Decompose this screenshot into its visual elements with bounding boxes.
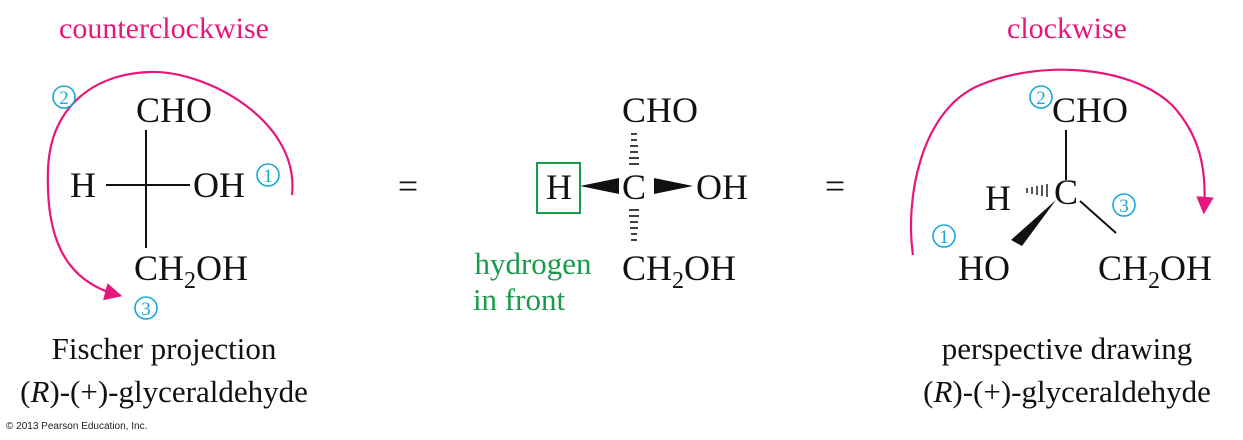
middle-annotation-line1: hydrogen: [474, 246, 592, 281]
equals-sign-1: =: [398, 166, 418, 206]
middle-oh-group: OH: [696, 167, 748, 207]
right-ch2oh-group: CH2OH: [1098, 248, 1212, 294]
right-direction-label: clockwise: [1007, 12, 1127, 45]
right-priority-3: 3: [1112, 193, 1136, 217]
svg-text:2: 2: [1036, 88, 1046, 109]
middle-hashed-bond-down: [629, 209, 639, 241]
left-bottom-sub: 2: [184, 268, 196, 294]
svg-text:3: 3: [141, 299, 151, 320]
svg-text:1: 1: [263, 166, 273, 187]
left-direction-label: counterclockwise: [59, 12, 269, 45]
right-h-atom: H: [985, 178, 1011, 218]
right-hashed-bond-h: [1026, 184, 1048, 197]
left-counterclockwise-arrow: [46, 70, 294, 301]
left-bottom-main: CH: [134, 248, 184, 288]
left-bottom-tail: OH: [196, 248, 248, 288]
middle-c-atom: C: [622, 167, 646, 207]
svg-text:3: 3: [1119, 196, 1129, 217]
right-priority-1: 1: [932, 224, 956, 248]
left-caption-line1: Fischer projection: [52, 331, 277, 366]
middle-h-atom: H: [546, 167, 572, 207]
right-c-atom: C: [1054, 172, 1078, 212]
right-caption-line1: perspective drawing: [942, 331, 1192, 366]
left-priority-1: 1: [256, 163, 280, 187]
middle-hydrogen-highlight-box: [536, 162, 581, 214]
copyright-notice: © 2013 Pearson Education, Inc.: [6, 421, 147, 432]
middle-bottom-group: CH2OH: [622, 248, 736, 294]
middle-hashed-bond-up: [629, 133, 639, 165]
left-caption-line2: (R)-(+)-glyceraldehyde: [20, 374, 308, 409]
middle-top-group: CHO: [622, 90, 698, 130]
right-wedge-bond-ho: [1011, 200, 1056, 246]
left-top-group: CHO: [136, 90, 212, 130]
left-h-atom: H: [70, 165, 96, 205]
left-priority-3: 3: [134, 296, 158, 320]
left-priority-2: 2: [52, 85, 76, 109]
svg-text:2: 2: [59, 88, 69, 109]
svg-text:1: 1: [939, 227, 949, 248]
right-top-group: CHO: [1052, 90, 1128, 130]
right-bond-c-to-ch2oh: [1079, 200, 1117, 234]
equals-sign-2: =: [825, 166, 845, 206]
left-oh-group: OH: [193, 165, 245, 205]
right-ho-group: HO: [958, 248, 1010, 288]
left-bottom-group: CH2OH: [134, 248, 248, 294]
right-priority-2: 2: [1029, 85, 1053, 109]
right-clockwise-arrow: [909, 68, 1214, 256]
middle-wedge-bond-oh: [654, 178, 693, 194]
middle-wedge-bond-h: [580, 178, 619, 194]
middle-annotation-line2: in front: [473, 282, 566, 317]
right-caption-line2: (R)-(+)-glyceraldehyde: [923, 374, 1211, 409]
